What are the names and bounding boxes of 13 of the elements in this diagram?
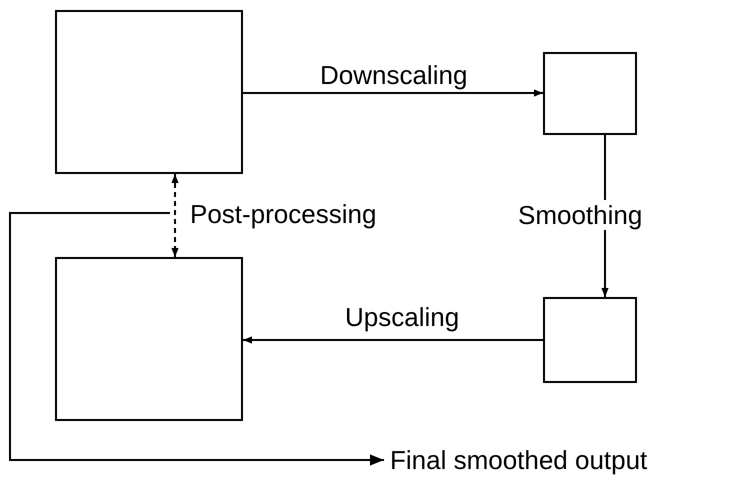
edge-label: Smoothing: [518, 200, 642, 230]
process-box: [55, 257, 243, 421]
edge-label: Upscaling: [345, 302, 460, 332]
arrow: [243, 336, 543, 344]
edge-label: Post-processing: [190, 199, 376, 229]
process-box: [543, 297, 637, 383]
arrow: [171, 174, 179, 257]
process-box: [55, 10, 243, 174]
process-box: [543, 52, 637, 135]
arrow: [9, 212, 384, 466]
arrow: [243, 89, 543, 97]
edge-label: Downscaling: [320, 60, 468, 90]
output-label: Final smoothed output: [390, 445, 648, 475]
